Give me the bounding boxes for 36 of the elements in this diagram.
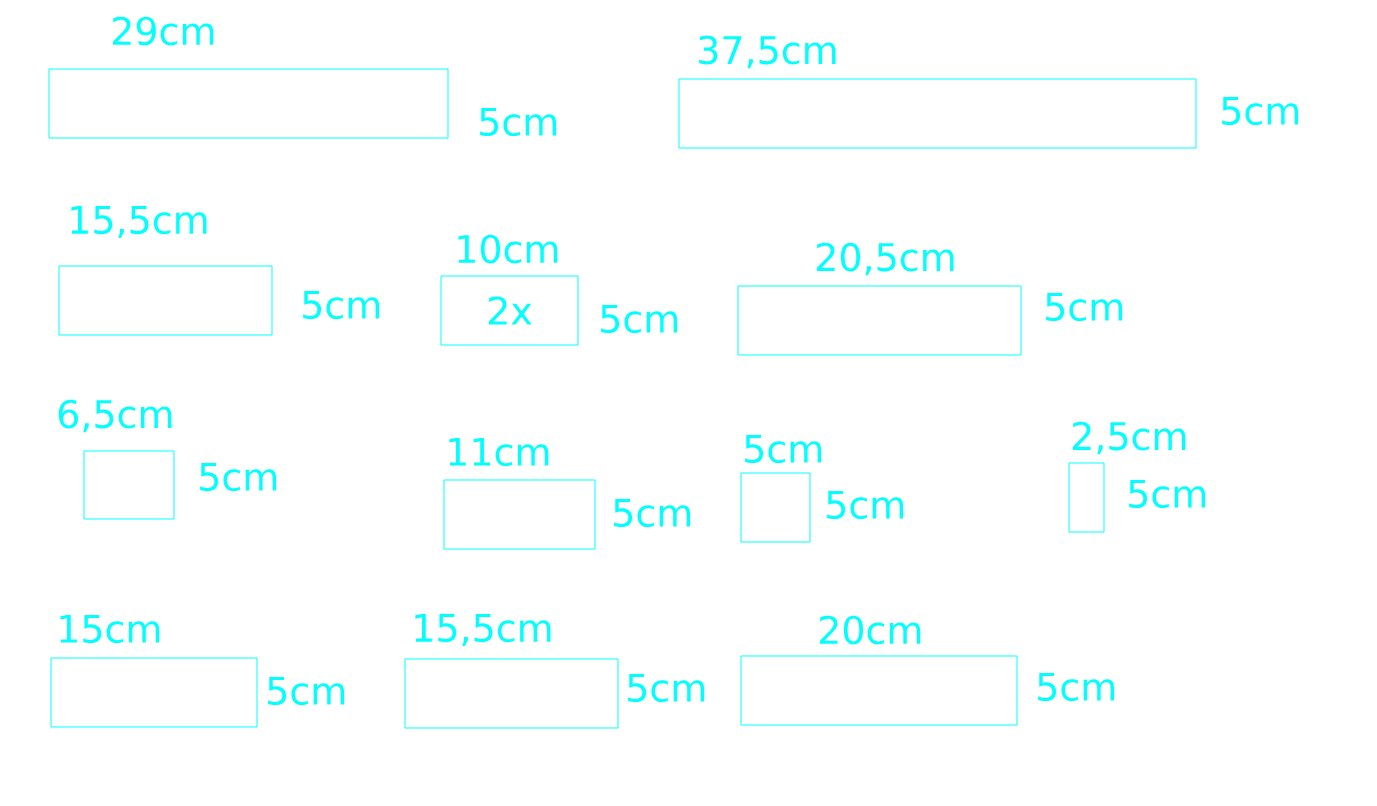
dimension-label: 20,5cm [817,242,954,276]
dimension-label: 10cm [458,234,558,264]
dimension-label: 5cm [614,498,691,528]
dimension-label: 5cm [1129,479,1206,509]
rectangle [48,68,449,139]
rectangle [678,78,1197,149]
rectangle [58,265,273,336]
dimension-label: 6,5cm [58,399,172,433]
rectangle [50,657,258,728]
rectangle [1068,462,1105,533]
dimension-label: 5cm [1222,96,1299,126]
dimension-label: 5cm [200,462,277,492]
dimension-label: 11cm [449,437,549,467]
rectangle [443,479,596,550]
dimension-label: 5cm [745,434,822,464]
dimension-label: 29cm [113,16,214,46]
rectangle [740,472,811,543]
dimension-label: 20cm [820,615,921,645]
rectangle: 2x [440,275,579,346]
rectangle [83,450,175,520]
dimension-label: 15cm [60,614,160,644]
dimension-label: 5cm [268,676,345,706]
dimension-label: 5cm [480,107,557,137]
dimension-label: 5cm [628,673,705,703]
dimension-label: 5cm [827,490,904,520]
dimension-label: 5cm [601,304,678,334]
rectangle [740,655,1018,726]
rectangle [737,285,1022,356]
dimension-label: 2,5cm [1073,421,1186,455]
rectangle [404,658,619,729]
dimension-label: 5cm [1038,672,1115,702]
dimension-label: 37,5cm [699,35,836,69]
dimension-label: 15,5cm [415,613,551,647]
dimension-label: 5cm [1046,292,1123,322]
dimension-label: 15,5cm [71,205,207,239]
dimension-label: 5cm [303,290,380,320]
